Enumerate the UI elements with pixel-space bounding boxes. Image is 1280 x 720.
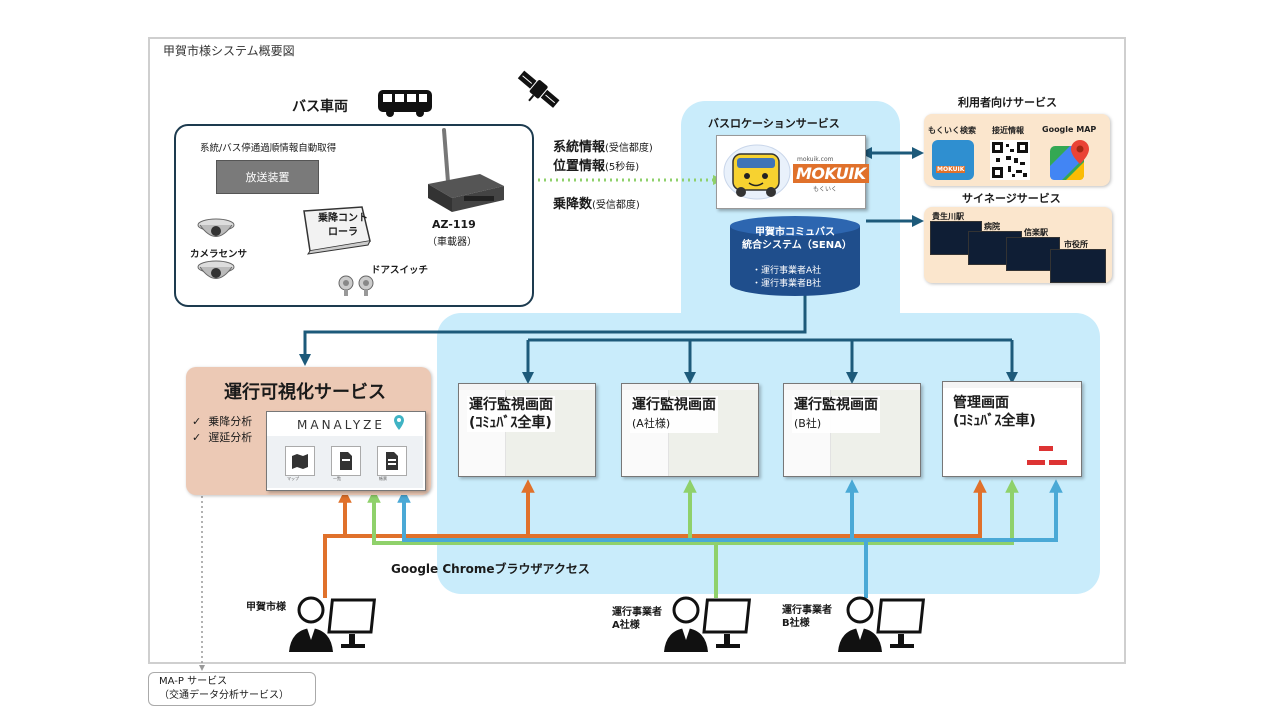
camera-sensor-icon (197, 218, 235, 237)
mokuik-logo-text: MOKUIK (793, 164, 869, 183)
location-service-title: バスロケーションサービス (708, 117, 840, 130)
device-note: （車載器） (427, 237, 477, 248)
satellite-icon (517, 70, 560, 108)
monitor-screen-a[interactable]: 運行監視画面(A社様) (621, 383, 759, 477)
sena-database-icon (730, 216, 860, 296)
signage-station-2: 病院 (984, 222, 1000, 231)
mokuik-app-mini-logo: MOKUIK (936, 166, 966, 173)
signage-screen-4 (1050, 249, 1106, 283)
admin-screen-title: 管理画面(ｺﾐｭﾊﾞｽ全車) (951, 394, 1038, 430)
bus-character-icon (723, 144, 791, 200)
manalyze-list-label: 一覧 (333, 476, 341, 481)
door-switch-label: ドアスイッチ (371, 265, 429, 276)
manalyze-screen: MANALYZE マップ 一覧 帳票 (266, 411, 426, 491)
location-pin-icon (394, 415, 404, 430)
signal-route-info: 系統情報(受信都度) (553, 140, 653, 155)
manalyze-map-label: マップ (287, 476, 299, 481)
mokuik-logo-card: mokuik.com MOKUIK もくいく (716, 135, 869, 209)
user-operator-a-icon (664, 596, 752, 652)
signage-panel: 貴生川駅 病院 信楽駅 市役所 (924, 207, 1112, 283)
map-service-box: MA-P サービス （交通データ分析サービス） (148, 672, 316, 706)
auto-info-label: 系統/バス停通過順情報自動取得 (200, 143, 337, 154)
door-switch-icon (338, 275, 374, 296)
manalyze-map-button[interactable] (285, 446, 315, 476)
map-service-name: MA-P サービス (159, 676, 228, 687)
google-map-icon[interactable] (1048, 138, 1092, 182)
admin-screen[interactable]: 管理画面(ｺﾐｭﾊﾞｽ全車) (942, 381, 1082, 477)
manalyze-report-button[interactable] (377, 446, 407, 476)
bus-title: バス車両 (292, 99, 348, 115)
sena-title: 甲賀市コミュバス統合システム（SENA） (742, 227, 852, 251)
signage-station-1: 貴生川駅 (932, 212, 964, 221)
google-map-label: Google MAP (1042, 125, 1097, 134)
controller-label: 乗降コントローラ (318, 213, 368, 238)
manalyze-logo: MANALYZE (297, 418, 385, 432)
overview-frame (148, 37, 1126, 664)
map-icon (292, 454, 308, 469)
signage-station-3: 信楽駅 (1024, 228, 1048, 237)
onboard-unit-icon (428, 128, 504, 212)
user-operator-b-label: 運行事業者 B社様 (782, 605, 832, 629)
report-icon (386, 452, 398, 470)
frame-title: 甲賀市様システム概要図 (163, 44, 295, 58)
broadcast-device: 放送装置 (216, 160, 319, 194)
signage-station-4: 市役所 (1064, 240, 1088, 249)
signal-position-info: 位置情報(5秒毎) (553, 159, 640, 174)
signal-passenger-count: 乗降数(受信都度) (553, 197, 640, 212)
user-service-title: 利用者向けサービス (958, 96, 1057, 109)
manalyze-report-label: 帳票 (379, 476, 387, 481)
logo-url: mokuik.com (797, 156, 834, 163)
visualization-service-title: 運行可視化サービス (224, 382, 386, 403)
user-koka-icon (289, 596, 377, 652)
sena-operators: ・運行事業者A社・運行事業者B社 (752, 266, 822, 289)
signage-title: サイネージサービス (962, 192, 1061, 205)
mokuik-app-icon[interactable]: MOKUIK (932, 140, 974, 180)
chrome-access-label: Google Chromeブラウザアクセス (391, 562, 590, 576)
camera-sensor-label: カメラセンサ (190, 249, 248, 260)
mokuik-search-label: もくいく検索 (928, 126, 976, 135)
monitor-screen-b[interactable]: 運行監視画面(B社) (783, 383, 921, 477)
manalyze-list-button[interactable] (331, 446, 361, 476)
monitor-screen-a-title: 運行監視画面(A社様) (630, 396, 718, 433)
user-operator-a-label: 運行事業者 A社様 (612, 607, 662, 631)
map-service-desc: （交通データ分析サービス） (159, 690, 289, 701)
user-koka-label: 甲賀市様 (246, 602, 286, 613)
device-model: AZ-119 (432, 218, 476, 231)
monitor-screen-all-title: 運行監視画面(ｺﾐｭﾊﾞｽ全車) (467, 396, 555, 432)
monitor-screen-b-title: 運行監視画面(B社) (792, 396, 880, 433)
check-delay-analysis: ✓ 遅延分析 (192, 431, 253, 444)
approach-info-label: 接近情報 (992, 126, 1024, 135)
analysis-checklist: ✓ 乗降分析 ✓ 遅延分析 (192, 414, 252, 446)
bus-icon (378, 90, 432, 117)
user-operator-b-icon (838, 596, 926, 652)
monitor-screen-all[interactable]: 運行監視画面(ｺﾐｭﾊﾞｽ全車) (458, 383, 596, 477)
qr-code-icon[interactable] (990, 140, 1030, 180)
camera-sensor-icon-2 (197, 260, 235, 279)
logo-kana: もくいく (813, 186, 838, 193)
controller-device-icon (303, 206, 371, 255)
document-icon (340, 452, 352, 470)
user-service-panel: もくいく検索 接近情報 Google MAP MOKUIK (924, 114, 1110, 186)
check-passenger-analysis: ✓ 乗降分析 (192, 415, 253, 428)
